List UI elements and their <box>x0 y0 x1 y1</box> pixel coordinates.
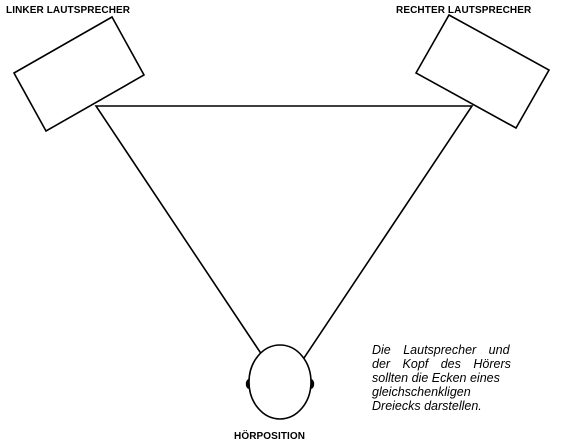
listener-head-icon <box>245 344 315 420</box>
listening-position-label: HÖRPOSITION <box>234 431 306 442</box>
left-speaker-label: LINKER LAUTSPRECHER <box>6 5 131 16</box>
right-speaker-label: RECHTER LAUTSPRECHER <box>396 5 532 16</box>
note-line-5: Dreiecks darstellen. <box>372 399 482 413</box>
note-line-2: der Kopf des Hörers <box>372 357 511 371</box>
right-speaker-box <box>414 13 551 130</box>
note-line-1: Die Lautsprecher und <box>372 343 510 357</box>
left-speaker-box <box>12 15 146 133</box>
note-line-3: sollten die Ecken eines <box>372 371 500 385</box>
head-outline <box>248 344 312 420</box>
placement-note: Die Lautsprecher und der Kopf des Hörers… <box>372 343 564 413</box>
note-line-4: gleichschenkligen <box>372 385 471 399</box>
equilateral-triangle <box>94 105 474 390</box>
